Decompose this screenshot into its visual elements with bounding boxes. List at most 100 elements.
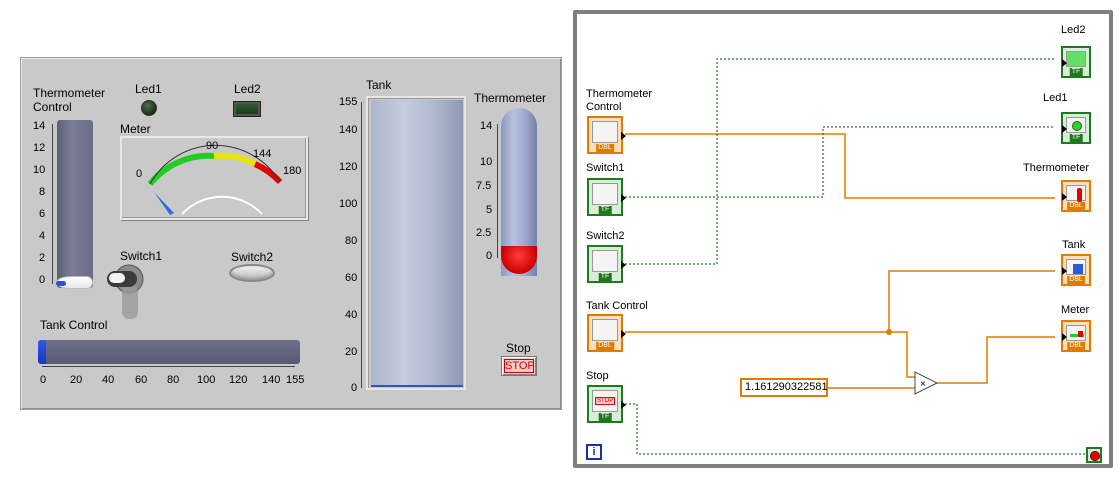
switch2-toggle[interactable]: [229, 264, 275, 282]
tank-tick: 155: [339, 96, 358, 108]
thermometer-tick: 10: [480, 156, 493, 168]
bd-iteration-terminal: i: [586, 444, 602, 460]
bd-loop-condition-terminal[interactable]: [1086, 447, 1102, 463]
tank-control-tick: 100: [197, 374, 216, 386]
stop-label: Stop: [506, 341, 531, 355]
meter-tick: 0: [136, 168, 143, 180]
wire-stop: [625, 403, 1085, 455]
thermometer-control-slider[interactable]: [57, 120, 93, 288]
bd-led1-label: Led1: [1043, 92, 1068, 104]
bd-tank-terminal[interactable]: DBL: [1061, 254, 1091, 286]
tank-tick: 120: [339, 161, 358, 173]
thermometer-control-tick: 0: [39, 274, 46, 286]
bd-switch1-terminal[interactable]: TF: [587, 178, 626, 216]
wire-tank: [888, 270, 1055, 332]
bd-stop-terminal-text: STOP: [595, 397, 616, 405]
meter-tick: 180: [283, 165, 302, 177]
switch1-label: Switch1: [120, 249, 163, 263]
meter-needle: [154, 192, 174, 215]
bd-tank-label: Tank: [1062, 239, 1086, 251]
thermometer-control-slider-handle[interactable]: [56, 276, 93, 289]
bd-numeric-constant[interactable]: 1.161290322581: [740, 378, 828, 397]
thermometer-control-tick: 8: [39, 186, 46, 198]
front-panel: Thermometer Control 14 12 10 8 6 4 2 0 L…: [20, 57, 562, 410]
tank-control-tick: 40: [102, 374, 115, 386]
meter-gauge: 0 90 144 180: [120, 136, 308, 220]
wire-led1: [625, 126, 1055, 198]
led2-indicator: [234, 102, 260, 116]
bd-thermometer-terminal[interactable]: DBL: [1061, 180, 1091, 212]
wire-led2: [625, 58, 1055, 265]
tank-label: Tank: [366, 78, 392, 92]
meter-inner-arc: [181, 195, 263, 215]
led1-label: Led1: [135, 82, 162, 96]
bd-thermometer-control-label: Thermometer Control: [586, 88, 653, 113]
switch1-toggle[interactable]: [105, 263, 155, 333]
stop-button[interactable]: STOP: [501, 356, 537, 376]
tank-control-scale-line: [42, 366, 295, 367]
bd-stop-terminal[interactable]: STOP TF: [587, 385, 626, 423]
svg-text:×: ×: [920, 379, 926, 390]
thermometer-control-tick: 2: [39, 252, 46, 264]
bd-switch2-label: Switch2: [586, 230, 625, 242]
thermometer-control-tick: 10: [33, 164, 46, 176]
meter-tick: 144: [253, 148, 272, 160]
bd-stop-label: Stop: [586, 370, 609, 382]
tank-control-tick: 0: [40, 374, 47, 386]
tank-tick: 140: [339, 124, 358, 136]
meter-tick: 90: [206, 140, 219, 152]
tank-control-slider[interactable]: [38, 340, 300, 364]
wire-thermometer: [625, 133, 1055, 199]
tank-tick: 20: [345, 346, 358, 358]
stop-button-text: STOP: [504, 359, 535, 373]
led2-label: Led2: [234, 82, 261, 96]
bd-thermometer-control-terminal[interactable]: DBL: [587, 116, 626, 154]
bd-thermometer-label: Thermometer: [1023, 162, 1090, 174]
thermometer-label: Thermometer: [474, 91, 547, 105]
thermometer-control-label: Thermometer Control: [33, 86, 106, 114]
bd-led2-terminal[interactable]: TF: [1061, 46, 1091, 78]
meter-green-arc: [147, 152, 215, 186]
tank-control-tick: 140: [262, 374, 281, 386]
tank-tick: 0: [351, 382, 358, 394]
tank-control-tick: 80: [167, 374, 180, 386]
bd-tank-control-label: Tank Control: [586, 300, 648, 312]
tank-tick: 80: [345, 235, 358, 247]
thermometer-tick: 2.5: [476, 227, 492, 239]
bd-led1-terminal[interactable]: TF: [1061, 112, 1091, 144]
tank-tick: 40: [345, 309, 358, 321]
thermometer-control-tick: 4: [39, 230, 46, 242]
wire-multiply-in-x: [889, 331, 917, 378]
thermometer-control-tick: 14: [33, 120, 46, 132]
thermometer-tick: 7.5: [476, 180, 492, 192]
thermometer-control-tick: 6: [39, 208, 46, 220]
meter-label: Meter: [120, 122, 151, 136]
block-diagram: × Thermometer Control DBL Switch1 TF Swi…: [573, 10, 1113, 468]
tank-control-tick: 155: [286, 374, 305, 386]
bd-meter-terminal[interactable]: DBL: [1061, 320, 1091, 352]
bd-tank-control-terminal[interactable]: DBL: [587, 314, 626, 352]
thermometer-tick: 14: [480, 120, 493, 132]
meter-yellow-arc: [213, 152, 257, 167]
thermometer-control-scale-line: [52, 124, 53, 284]
thermometer-control-tick: 12: [33, 142, 46, 154]
tank-control-tick: 20: [70, 374, 83, 386]
wires: ×: [625, 58, 1085, 455]
tank-indicator: [371, 100, 463, 387]
switch2-label: Switch2: [231, 250, 274, 264]
bd-switch2-terminal[interactable]: TF: [587, 245, 626, 283]
wire-meter: [937, 336, 1055, 384]
tank-control-slider-fill[interactable]: [38, 340, 46, 364]
bd-switch1-label: Switch1: [586, 162, 625, 174]
thermometer-tick: 0: [486, 250, 493, 262]
bd-led2-label: Led2: [1061, 24, 1086, 36]
tank-scale-line: [361, 102, 362, 388]
tank-tick: 60: [345, 272, 358, 284]
thermometer-tick: 5: [486, 204, 493, 216]
led1-indicator: [141, 100, 157, 116]
tank-control-tick: 120: [229, 374, 248, 386]
multiply-node: [914, 371, 939, 395]
thermometer-bulb: [501, 246, 537, 274]
tank-control-tick: 60: [135, 374, 148, 386]
bd-meter-label: Meter: [1061, 304, 1090, 316]
